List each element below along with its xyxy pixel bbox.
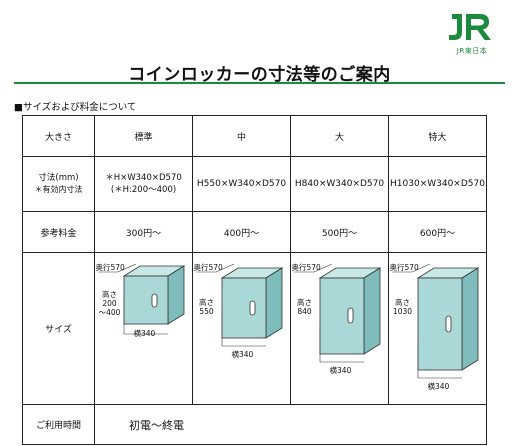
standard-depth-label: 奥行570 (95, 263, 125, 272)
xlarge-width-label: 横340 (427, 382, 450, 391)
dimension-large: H840×W340×D570 (290, 156, 389, 212)
large-depth-label: 奥行570 (291, 263, 321, 272)
medium-locker-drawing (195, 263, 283, 347)
standard-locker-drawing (97, 263, 185, 335)
dimension-label: 寸法(mm) ＊有効内寸法 (22, 156, 95, 212)
locker-table: 大きさ 標準 中 大 特大 寸法(mm) ＊有効内寸法 ＊H×W340×D570… (22, 115, 487, 445)
hours-row: ご利用時間 初電～終電 (22, 404, 487, 445)
standard-width-label: 横340 (133, 329, 156, 338)
dimension-standard: ＊H×W340×D570 (＊H:200～400) (94, 156, 193, 212)
price-medium: 400円～ (192, 211, 291, 253)
price-standard: 300円～ (94, 211, 193, 253)
hours-value: 初電～終電 (94, 404, 487, 445)
size-medium: 奥行570 高さ 550 横340 (192, 252, 291, 405)
section-label: ■サイズおよび料金について (14, 102, 137, 113)
dimension-label-line2: ＊有効内寸法 (34, 185, 83, 194)
size-large: 奥行570 高さ 840 横340 (290, 252, 389, 405)
jr-east-name: JR東日本 (456, 47, 488, 55)
standard-height-min: 200 (102, 299, 117, 308)
price-row: 参考料金 300円～ 400円～ 500円～ 600円～ (22, 211, 487, 253)
medium-depth-label: 奥行570 (193, 263, 223, 272)
dimension-row: 寸法(mm) ＊有効内寸法 ＊H×W340×D570 (＊H:200～400) … (22, 156, 487, 212)
large-height-word: 高さ (297, 298, 312, 307)
dimension-medium: H550×W340×D570 (192, 156, 291, 212)
price-xlarge: 600円～ (388, 211, 487, 253)
title-divider (14, 82, 505, 84)
standard-height-label: 高さ 200 ～400 (98, 290, 122, 317)
xlarge-locker-drawing (391, 263, 479, 379)
jr-logo: JR東日本 (446, 10, 498, 58)
price-large: 500円～ (290, 211, 389, 253)
price-label: 参考料金 (22, 211, 95, 253)
size-label: サイズ (22, 252, 95, 405)
medium-width-label: 横340 (231, 350, 254, 359)
xlarge-height-word: 高さ (395, 298, 410, 307)
medium-height-value: 550 (199, 307, 214, 316)
header-row: 大きさ 標準 中 大 特大 (22, 115, 487, 157)
medium-height-label: 高さ 550 (196, 298, 218, 316)
page-title: コインロッカーの寸法等のご案内 (128, 65, 391, 85)
dimension-xlarge: H1030×W340×D570 (388, 156, 487, 212)
large-height-label: 高さ 840 (294, 298, 316, 316)
medium-height-word: 高さ (199, 298, 214, 307)
header-standard: 標準 (94, 115, 193, 157)
large-height-value: 840 (297, 307, 312, 316)
dimension-standard-line1: ＊H×W340×D570 (105, 173, 182, 183)
xlarge-height-value: 1030 (392, 307, 413, 316)
size-standard: 奥行570 高さ 200 ～400 横340 (94, 252, 193, 405)
large-width-label: 横340 (329, 366, 352, 375)
size-row: サイズ 奥行570 高さ 200 ～400 (22, 252, 487, 405)
header-large: 大 (290, 115, 389, 157)
dimension-label-line1: 寸法(mm) (38, 173, 79, 183)
header-size: 大きさ (22, 115, 95, 157)
header-medium: 中 (192, 115, 291, 157)
header-xlarge: 特大 (388, 115, 487, 157)
standard-height-max: ～400 (98, 308, 121, 317)
hours-label: ご利用時間 (22, 404, 95, 445)
dimension-standard-line2: (＊H:200～400) (110, 185, 177, 195)
xlarge-depth-label: 奥行570 (389, 263, 419, 272)
standard-height-word: 高さ (102, 290, 117, 299)
size-xlarge: 奥行570 高さ 1030 横340 (388, 252, 487, 405)
jr-logo-mark (449, 14, 491, 40)
large-locker-drawing (293, 263, 381, 363)
xlarge-height-label: 高さ 1030 (392, 298, 414, 316)
